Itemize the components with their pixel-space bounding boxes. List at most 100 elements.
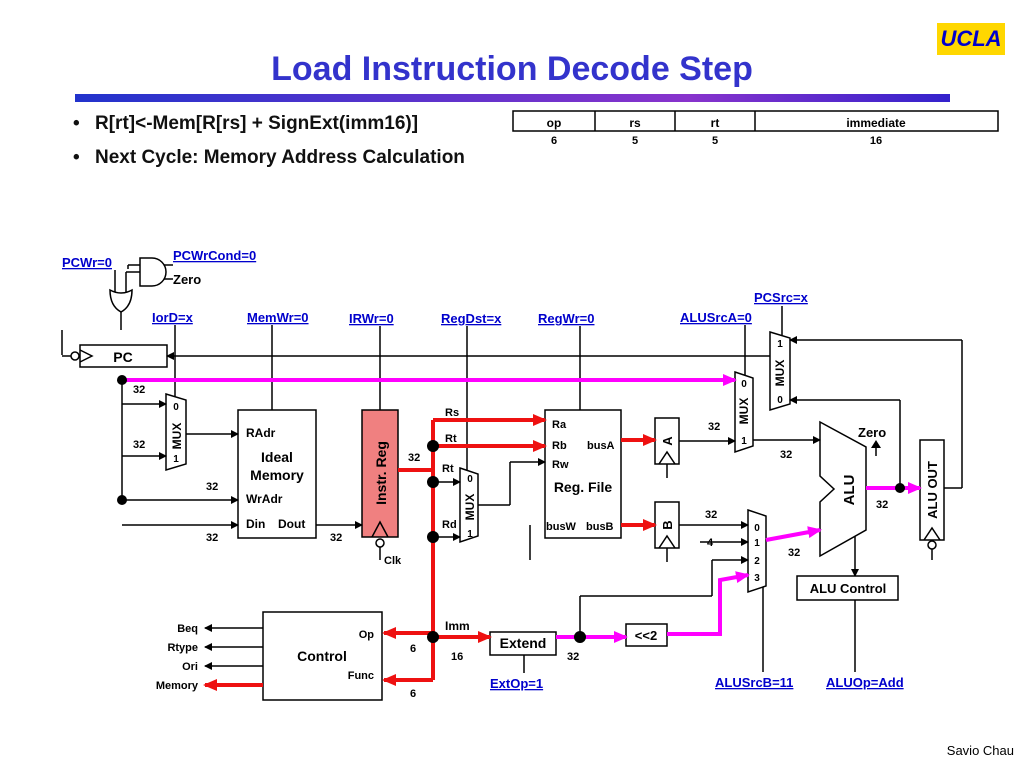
- title-underline: [75, 94, 950, 102]
- regfile-busa: busA: [587, 440, 615, 452]
- width-32: 32: [708, 421, 720, 433]
- width-32: 32: [788, 547, 800, 559]
- logo-text: UCLA: [940, 26, 1002, 51]
- svg-text:1: 1: [754, 538, 760, 549]
- control-lines: [61, 264, 859, 673]
- mux-regdst: 0 1 MUX: [459, 466, 479, 544]
- extend-unit: Extend: [489, 631, 557, 656]
- signal-alusrca: ALUSrcA=0: [680, 310, 752, 325]
- reg-a-label: A: [660, 436, 675, 446]
- width-32: 32: [780, 449, 792, 461]
- signal-regwr: RegWr=0: [538, 311, 594, 326]
- ideal-memory: RAdr Ideal Memory WrAdr Din Dout: [237, 409, 317, 539]
- output-beq: Beq: [177, 623, 198, 635]
- signal-pcsrc: PCSrc=x: [754, 290, 809, 305]
- width-6: 6: [410, 643, 416, 655]
- svg-text:2: 2: [754, 556, 760, 567]
- svg-text:1: 1: [741, 436, 747, 447]
- width-rt: 5: [712, 135, 718, 147]
- signal-aluop: ALUOp=Add: [826, 675, 904, 690]
- wire-rt: Rt: [445, 433, 457, 445]
- wire-rt2: Rt: [442, 463, 454, 475]
- svg-text:1: 1: [467, 529, 473, 540]
- width-32: 32: [876, 499, 888, 511]
- register-file: Ra Rb Rw busA Reg. File busW busB: [544, 409, 622, 539]
- regfile-rb: Rb: [552, 440, 567, 452]
- svg-text:1: 1: [173, 454, 179, 465]
- signal-memwr: MemWr=0: [247, 310, 309, 325]
- or-gate: [109, 288, 133, 313]
- width-4: 4: [707, 537, 714, 549]
- memory-title-1: Ideal: [261, 449, 293, 465]
- register-b: B: [654, 501, 680, 562]
- width-32: 32: [206, 532, 218, 544]
- mux-iord-label: MUX: [170, 423, 184, 450]
- wire-imm: Imm: [445, 619, 470, 633]
- clk-label: Clk: [384, 555, 402, 567]
- instruction-format: op rs rt immediate 6 5 5 16: [512, 110, 999, 147]
- svg-text:3: 3: [754, 573, 760, 584]
- field-op: op: [547, 116, 562, 130]
- width-op: 6: [551, 135, 557, 147]
- output-rtype: Rtype: [167, 642, 198, 654]
- mux-alusrca: 0 1 MUX: [734, 370, 754, 454]
- control-output-labels: Beq Rtype Ori Memory: [156, 623, 199, 692]
- instruction-register: Instr. Reg Clk: [361, 409, 402, 567]
- control-op-label: Op: [359, 629, 375, 641]
- width-32: 32: [206, 481, 218, 493]
- width-rs: 5: [632, 135, 638, 147]
- ucla-logo: UCLA: [937, 23, 1005, 55]
- pc-register: PC: [62, 344, 168, 368]
- signal-pcwrcond: PCWrCond=0: [173, 248, 256, 263]
- wire-rd: Rd: [442, 519, 457, 531]
- width-32: 32: [408, 452, 420, 464]
- width-immediate: 16: [870, 135, 882, 147]
- field-immediate: immediate: [846, 116, 906, 130]
- slide-title: Load Instruction Decode Step: [271, 50, 753, 88]
- alu-label: ALU: [841, 475, 858, 506]
- alu-control-label: ALU Control: [810, 581, 887, 596]
- width-32: 32: [133, 439, 145, 451]
- control-func-label: Func: [348, 670, 374, 682]
- output-ori: Ori: [182, 661, 198, 673]
- svg-text:1: 1: [777, 339, 783, 350]
- signal-extop: ExtOp=1: [490, 676, 543, 691]
- regfile-busb: busB: [586, 521, 614, 533]
- width-32: 32: [705, 509, 717, 521]
- width-32: 32: [330, 532, 342, 544]
- signal-pcwr: PCWr=0: [62, 255, 112, 270]
- regfile-busw: busW: [546, 521, 577, 533]
- wire-rs: Rs: [445, 407, 459, 419]
- and-gate: [139, 257, 167, 287]
- signal-alusrcb: ALUSrcB=11: [715, 675, 793, 690]
- pc-label: PC: [113, 349, 132, 365]
- memory-dout: Dout: [278, 517, 305, 531]
- bullet-1-text: R[rt]<-Mem[R[rs] + SignExt(imm16)]: [95, 113, 419, 134]
- control-signal-labels: PCWr=0 PCWrCond=0 IorD=x MemWr=0 IRWr=0 …: [62, 248, 904, 691]
- control-unit: Control Op Func: [262, 611, 383, 701]
- regfile-rw: Rw: [552, 459, 569, 471]
- bullet-2-text: Next Cycle: Memory Address Calculation: [95, 147, 465, 168]
- memory-title-2: Memory: [250, 467, 304, 483]
- black-wires: [121, 336, 963, 670]
- width-6: 6: [410, 688, 416, 700]
- bullet-1: •R[rt]<-Mem[R[rs] + SignExt(imm16)]: [73, 113, 419, 134]
- width-16: 16: [451, 651, 463, 663]
- regfile-label: Reg. File: [554, 479, 613, 495]
- mux-pcsrc: 1 0 MUX: [769, 330, 791, 412]
- svg-text:0: 0: [173, 402, 179, 413]
- memory-din: Din: [246, 517, 265, 531]
- control-label: Control: [297, 648, 347, 664]
- reg-b-label: B: [660, 520, 675, 529]
- alu-control: ALU Control: [796, 575, 899, 601]
- wire-labels: Rs Rt Rt Rd Imm 32 32 32 32 32 32 32 32 …: [133, 384, 888, 700]
- pc-write-gates: [109, 257, 167, 313]
- alu-zero-label: Zero: [858, 425, 886, 440]
- mux-regdst-label: MUX: [463, 494, 477, 521]
- mux-pcsrc-label: MUX: [773, 360, 787, 387]
- junctions: [117, 375, 905, 643]
- width-32: 32: [567, 651, 579, 663]
- svg-text:0: 0: [467, 474, 473, 485]
- bullet-2: •Next Cycle: Memory Address Calculation: [73, 147, 465, 168]
- aluout-register: ALU OUT: [919, 439, 945, 560]
